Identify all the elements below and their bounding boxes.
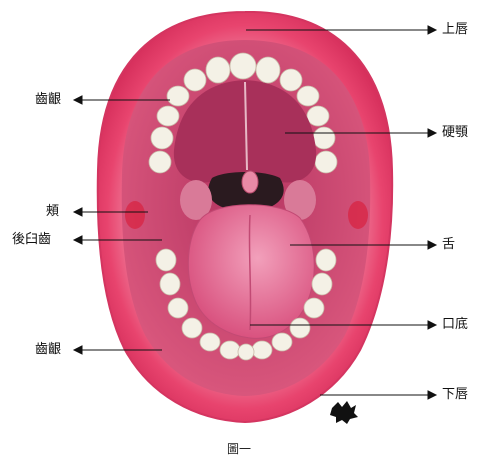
signature-doodle: [330, 401, 358, 424]
figure-caption: 圖一: [227, 440, 251, 457]
label-floor-of-mouth: 口底: [442, 317, 468, 333]
tongue: [188, 205, 314, 339]
label-cheek: 頰: [46, 204, 59, 220]
label-upper-lip: 上唇: [442, 22, 468, 38]
uvula: [242, 171, 258, 193]
label-gums-upper: 齒齦: [35, 92, 61, 108]
label-lower-lip: 下唇: [442, 387, 468, 403]
label-hard-palate: 硬顎: [442, 125, 468, 141]
label-tongue: 舌: [442, 237, 455, 253]
label-gums-lower: 齒齦: [35, 342, 61, 358]
label-molars: 後臼齒: [12, 232, 51, 248]
